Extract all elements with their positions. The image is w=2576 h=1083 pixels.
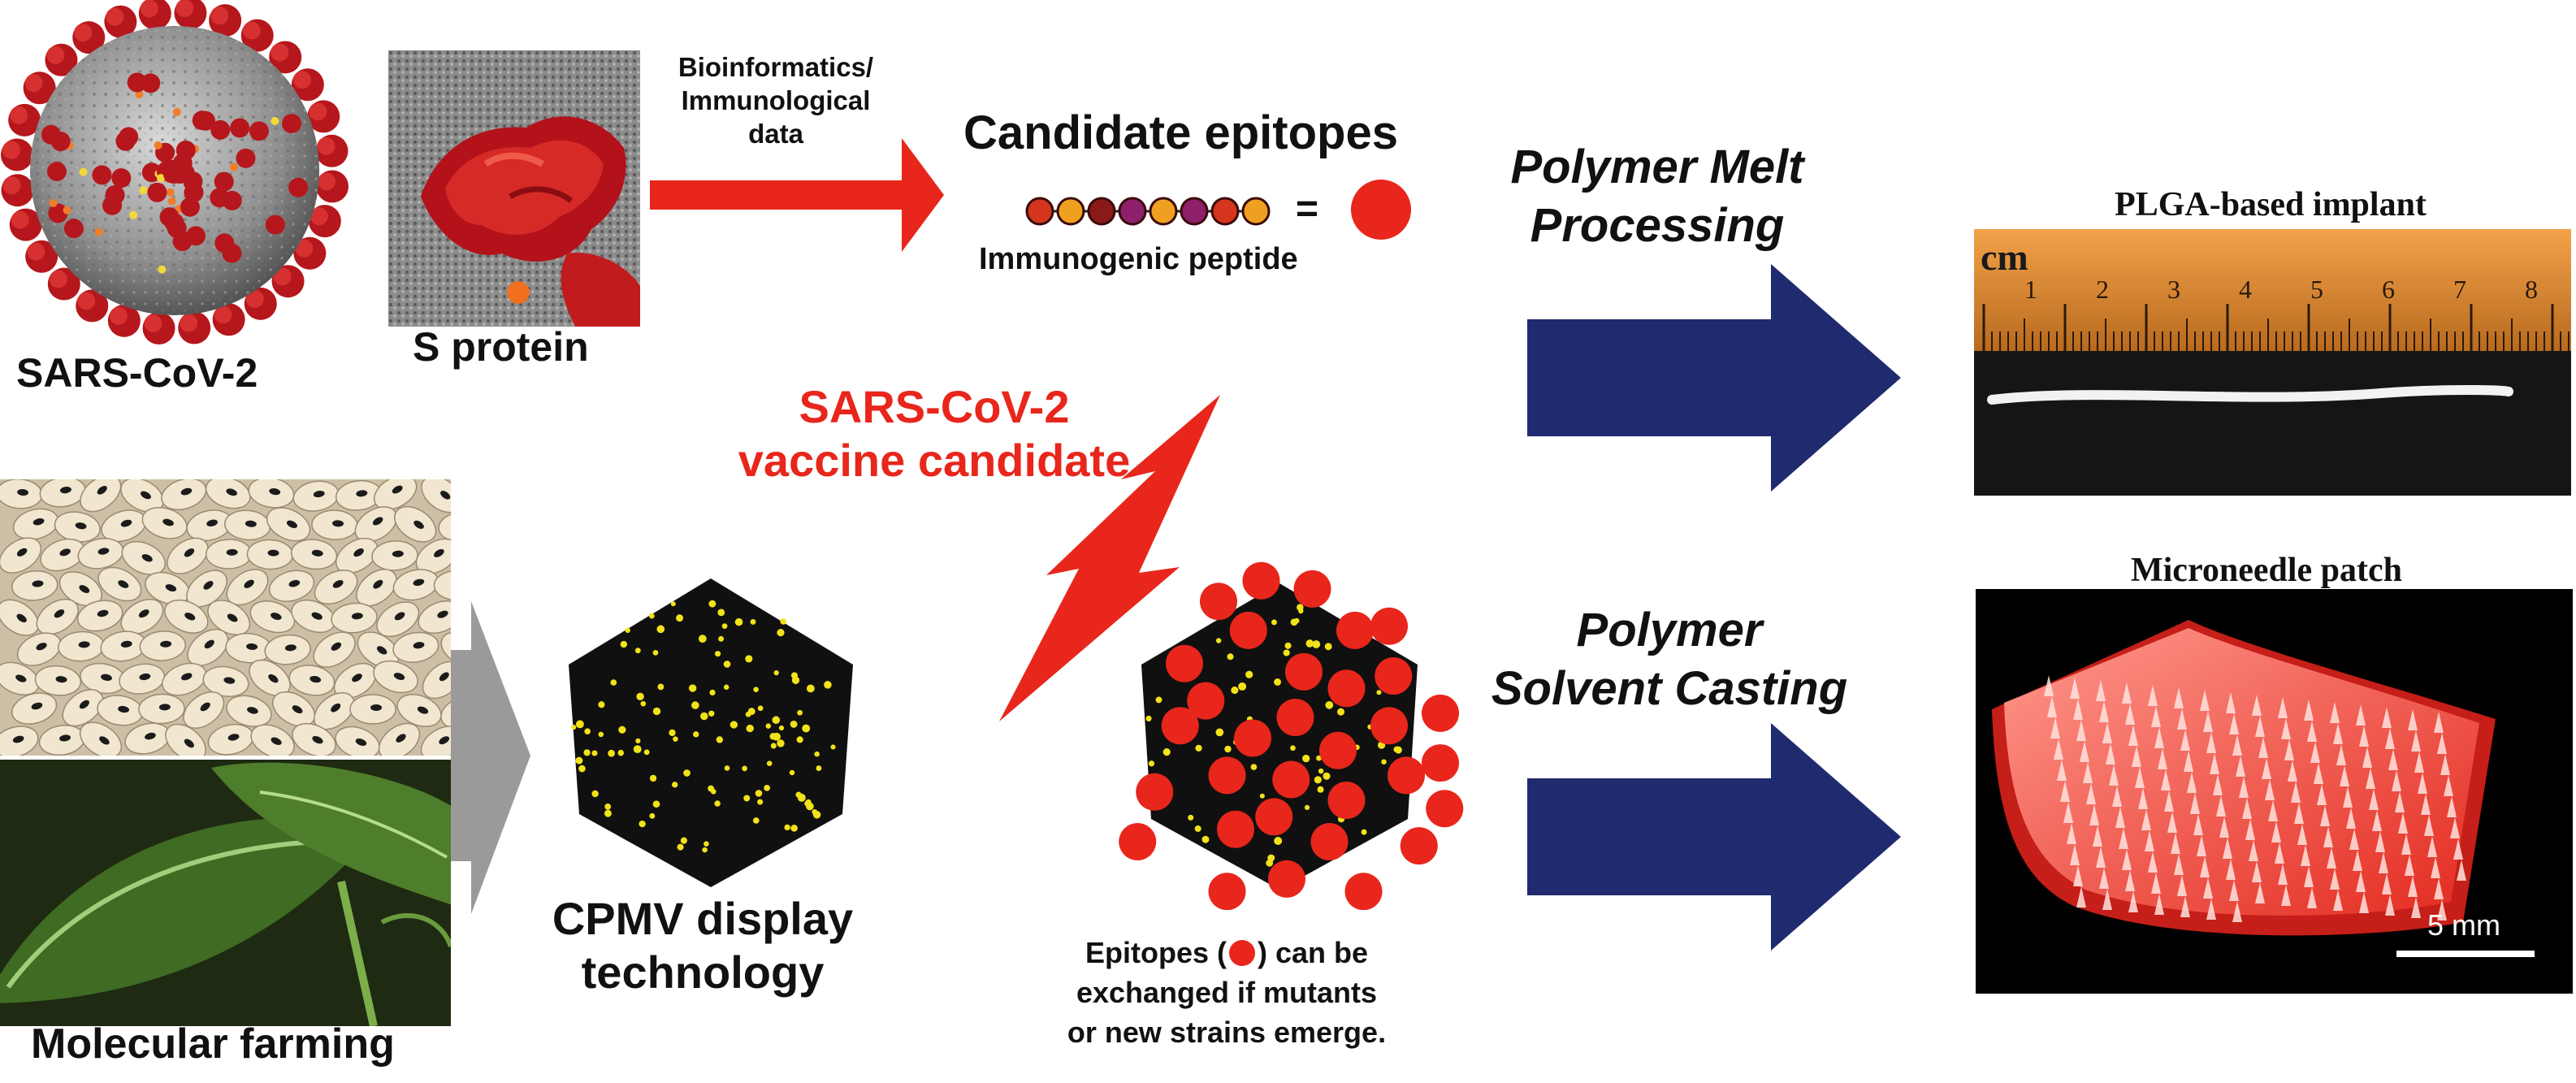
lightning-bolt	[999, 395, 1220, 721]
molecular-farming-label: Molecular farming	[31, 1020, 395, 1068]
candidate-epitopes-label: Candidate epitopes	[963, 106, 1398, 159]
implant-photo	[1974, 229, 2571, 496]
peptide-chain-icon	[1025, 197, 1271, 226]
equals-sign: =	[1296, 188, 1319, 231]
ruler-tick-label: 1	[2024, 275, 2037, 304]
navy-arrow-bottom	[1527, 723, 1901, 951]
patch-title: Microneedle patch	[2131, 552, 2402, 589]
microneedle-patch-photo	[1976, 589, 2573, 994]
spike-protein-image	[388, 50, 640, 327]
epitopes-note: Epitopes () can be exchanged if mutants …	[1067, 936, 1387, 1049]
polymer-melt-label: Polymer Melt Processing	[1510, 141, 1804, 252]
epitope-dot-icon	[1351, 180, 1411, 240]
ruler-tick-label: 5	[2310, 275, 2323, 304]
ruler-tick-label: 7	[2453, 275, 2466, 304]
cowpea-beans-photo	[0, 479, 451, 756]
ruler-unit: cm	[1981, 236, 2028, 278]
virus-label: SARS-CoV-2	[16, 350, 258, 396]
ruler-tick-label: 3	[2167, 275, 2180, 304]
ruler-tick-label: 4	[2239, 275, 2252, 304]
implant-title: PLGA-based implant	[2115, 186, 2427, 223]
gray-arrow	[451, 601, 530, 914]
ruler-tick-label: 6	[2382, 275, 2395, 304]
polymer-solvent-label: Polymer Solvent Casting	[1491, 604, 1848, 715]
vaccine-candidate-label: SARS-CoV-2 vaccine candidate	[738, 381, 1131, 486]
cpmv-particle	[569, 578, 853, 887]
s-protein-label: S protein	[413, 324, 589, 370]
red-arrow	[650, 138, 944, 252]
cpmv-label: CPMV display technology	[552, 893, 854, 998]
cpmv-particle-with-epitopes	[1119, 561, 1464, 910]
cowpea-leaves-photo	[0, 760, 451, 1026]
ruler-tick-label: 8	[2525, 275, 2538, 304]
epitope-inline-icon	[1228, 940, 1255, 966]
navy-arrow-top	[1527, 264, 1901, 492]
scale-bar-label: 5 mm	[2427, 908, 2500, 942]
coronavirus-illustration	[0, 0, 349, 345]
immunogenic-peptide-label: Immunogenic peptide	[979, 242, 1298, 276]
ruler-tick-label: 2	[2096, 275, 2109, 304]
bioinformatics-label: Bioinformatics/ Immunological data	[678, 52, 874, 149]
